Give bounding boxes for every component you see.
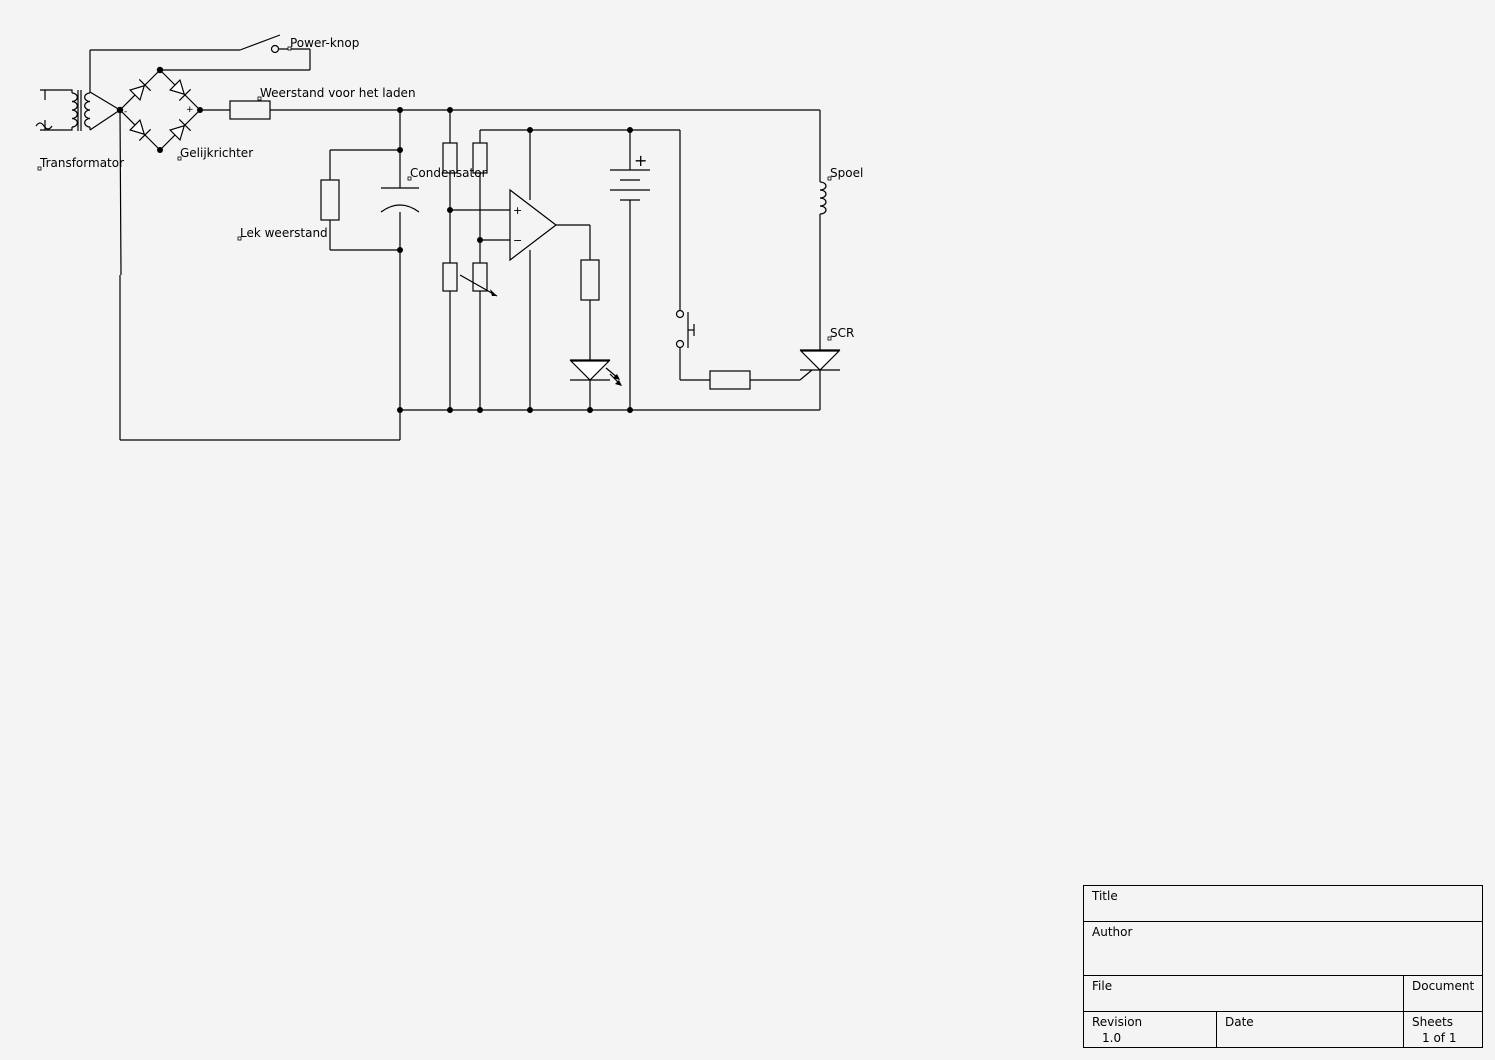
divider-resistor-upper-right: [472, 142, 488, 174]
battery-symbol: +: [610, 151, 650, 201]
title-label: Title: [1092, 889, 1118, 903]
opamp-minus-mark: −: [513, 234, 522, 247]
leak-resistor-symbol: [320, 179, 340, 221]
label-coil: Spoel: [830, 166, 863, 180]
scr-symbol: [799, 349, 841, 381]
title-block: Title Author File Document Revision 1.0 …: [1083, 885, 1483, 1048]
battery-plus-mark: +: [634, 151, 647, 170]
file-label: File: [1092, 979, 1113, 993]
bridge-rectifier-symbol: + -: [119, 69, 201, 151]
revision-cell: Revision 1.0: [1084, 1012, 1217, 1047]
file-cell: File: [1084, 976, 1404, 1012]
rectifier-minus-mark: -: [124, 107, 127, 117]
title-cell: Title: [1084, 886, 1482, 922]
date-label: Date: [1225, 1015, 1254, 1029]
power-switch-symbol: [90, 34, 311, 71]
label-anchors: [37, 46, 832, 341]
coil-symbol: [819, 181, 827, 215]
label-charge-resistor: Weerstand voor het laden: [260, 86, 416, 100]
led-resistor-symbol: [580, 259, 600, 301]
opamp-plus-mark: +: [513, 204, 522, 217]
document-label: Document: [1412, 979, 1475, 993]
author-label: Author: [1092, 925, 1133, 939]
label-power-switch: Power-knop: [290, 36, 359, 50]
revision-label: Revision: [1092, 1015, 1143, 1029]
label-scr: SCR: [830, 326, 854, 340]
transformer-symbol: [35, 50, 121, 131]
label-rectifier: Gelijkrichter: [180, 146, 253, 160]
opamp-symbol: + −: [509, 188, 557, 262]
label-leak-resistor: Lek weerstand: [240, 226, 328, 240]
sheets-value: 1 of 1: [1422, 1031, 1457, 1045]
revision-value: 1.0: [1102, 1031, 1122, 1045]
wiring: [119, 109, 821, 441]
junction-dots: [116, 66, 633, 413]
sheets-cell: Sheets 1 of 1: [1404, 1012, 1482, 1047]
divider-resistor-upper-left: [442, 142, 458, 174]
author-cell: Author: [1084, 922, 1482, 976]
led-symbol: [569, 359, 622, 386]
charge-resistor-symbol: [229, 100, 271, 120]
label-transformer: Transformator: [39, 156, 124, 170]
variable-resistor-symbol: [459, 262, 498, 297]
capacitor-symbol: [380, 187, 420, 213]
document-cell: Document: [1404, 976, 1482, 1012]
gate-resistor-symbol: [709, 370, 751, 390]
label-capacitor: Condensator: [410, 166, 487, 180]
date-cell: Date: [1217, 1012, 1404, 1047]
rectifier-plus-mark: +: [186, 105, 194, 115]
divider-resistor-lower-left: [442, 262, 458, 292]
pushbutton-symbol: [675, 309, 695, 349]
sheets-label: Sheets: [1412, 1015, 1453, 1029]
